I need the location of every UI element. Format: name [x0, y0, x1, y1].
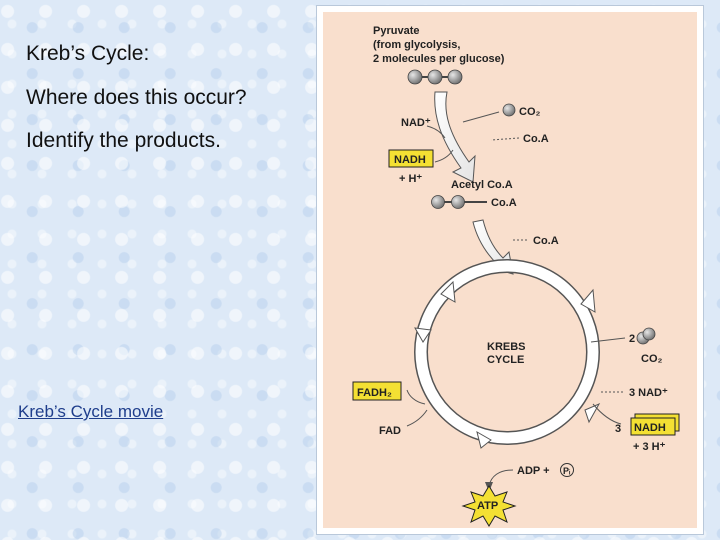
h-plus-right-label: + 3 H⁺: [633, 441, 666, 453]
acetyl-coa-tail-label: Co.A: [491, 197, 517, 209]
acetyl-coa-label: Acetyl Co.A: [451, 179, 513, 191]
nadh-top-box: [388, 149, 434, 168]
co2-right-label: CO₂: [641, 353, 663, 365]
coa-in-label: Co.A: [523, 133, 549, 145]
nadh-top-label: NADH: [394, 154, 426, 166]
nadh-right-stack: [630, 413, 680, 436]
co2-right-icon: [636, 327, 656, 345]
pyruvate-molecule-icon: [407, 69, 463, 85]
fad-label: FAD: [379, 425, 401, 437]
krebs-cycle-movie-link[interactable]: Kreb’s Cycle movie: [18, 402, 164, 421]
question-text: Where does this occur?: [26, 86, 247, 109]
figure-panel: Pyruvate (from glycolysis, 2 molecules p…: [323, 12, 697, 528]
nad-plus-top-label: NAD⁺: [401, 117, 431, 129]
co2-count-label: 2: [629, 333, 635, 345]
acetyl-coa-molecule-icon: [431, 195, 487, 209]
pyruvate-to-acetyl-arrow: [434, 91, 476, 183]
nadh-right-label: NADH: [634, 422, 666, 434]
three-nad-plus-label: 3 NAD⁺: [629, 387, 668, 399]
adp-label: ADP +: [517, 465, 550, 477]
co2-top-icon: [462, 103, 516, 123]
atp-burst-icon: [461, 485, 517, 527]
atp-label: ATP: [477, 500, 498, 512]
pyruvate-source-label: (from glycolysis,: [373, 39, 460, 51]
phosphate-icon: [560, 463, 574, 477]
pyruvate-count-label: 2 molecules per glucose): [373, 53, 505, 65]
pyruvate-label: Pyruvate: [373, 25, 419, 37]
slide-heading: Kreb’s Cycle:: [26, 42, 150, 65]
fadh2-box: [352, 381, 402, 401]
krebs-cycle-ring: [414, 259, 601, 449]
fadh2-label: FADH₂: [357, 387, 392, 399]
krebs-cycle-figure: Pyruvate (from glycolysis, 2 molecules p…: [316, 5, 704, 535]
task-text: Identify the products.: [26, 129, 221, 152]
co2-top-label: CO₂: [519, 106, 541, 118]
three-nadh-count-label: 3: [615, 423, 621, 435]
coa-released-label: Co.A: [533, 235, 559, 247]
pi-label: Pᵢ: [563, 466, 571, 476]
h-plus-top-label: + H⁺: [399, 173, 422, 185]
krebs-cycle-diagram: Pyruvate (from glycolysis, 2 molecules p…: [352, 25, 680, 527]
krebs-label: KREBS: [487, 341, 526, 353]
cycle-label: CYCLE: [487, 354, 524, 366]
